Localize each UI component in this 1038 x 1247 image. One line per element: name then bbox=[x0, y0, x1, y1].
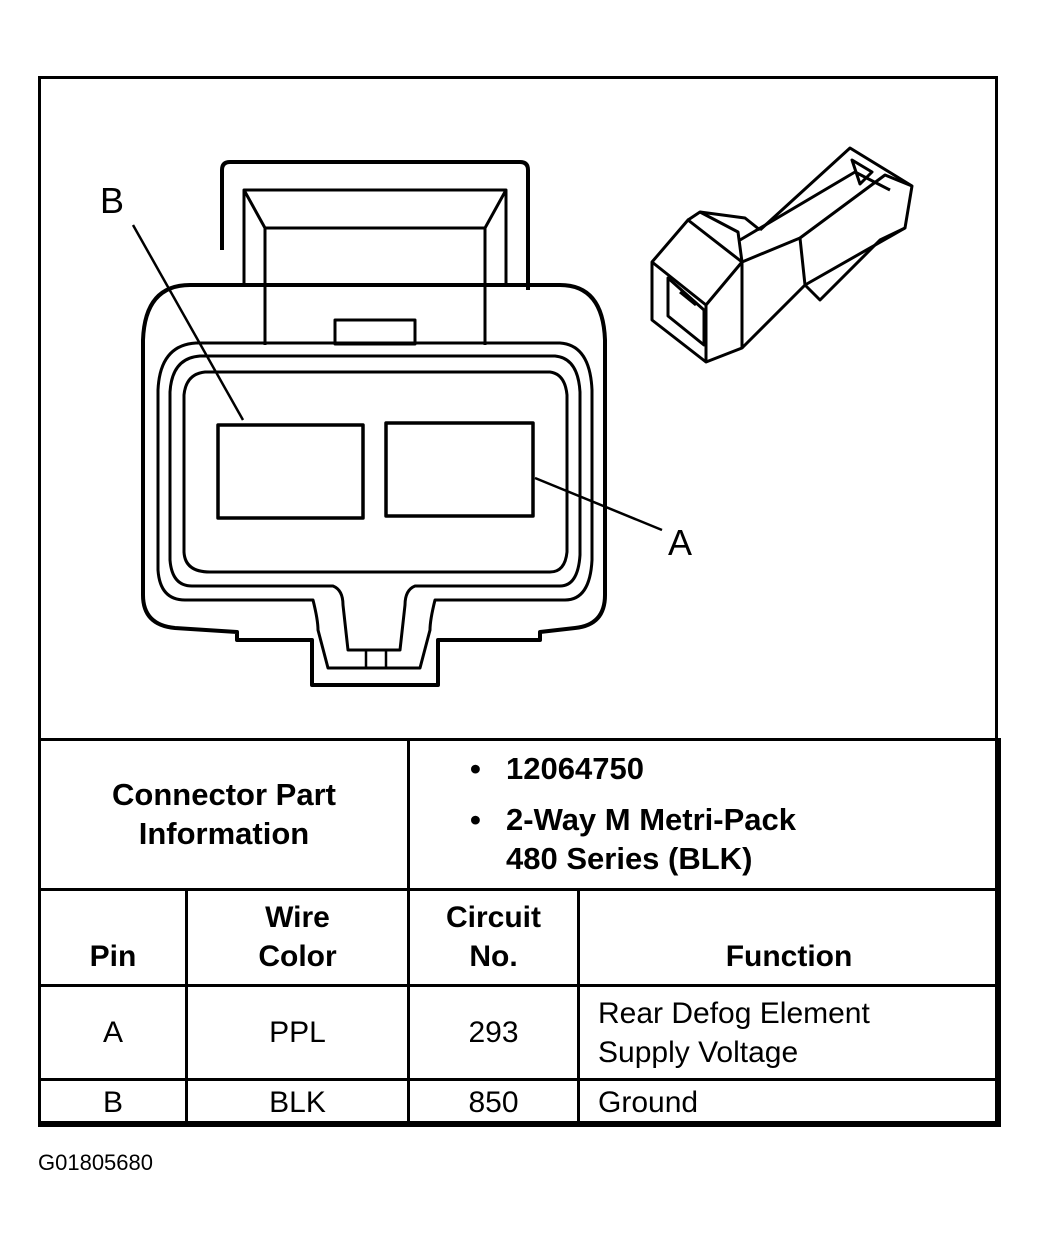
connector-body bbox=[141, 283, 607, 687]
connector-part-details: • 12064750 • 2-Way M Metri-Pack 480 Seri… bbox=[407, 738, 1002, 891]
key-slot-lines bbox=[364, 650, 388, 668]
connector-type-line1: 2-Way M Metri-Pack bbox=[506, 802, 797, 838]
connector-type-line2: 480 Series (BLK) bbox=[506, 840, 753, 876]
wire-color-cell: PPL bbox=[184, 984, 411, 1081]
connector-part-label-line2: Information bbox=[138, 815, 310, 851]
callout-a: A bbox=[668, 522, 692, 563]
table-row: B BLK 850 Ground bbox=[38, 1078, 1002, 1127]
body-inner-2 bbox=[168, 354, 582, 652]
latch-inner bbox=[242, 188, 508, 285]
latch-housing bbox=[220, 160, 530, 290]
connector-part-label-line1: Connector Part bbox=[112, 776, 336, 812]
part-number: 12064750 bbox=[506, 751, 644, 787]
col-header-function: Function bbox=[577, 888, 1002, 987]
pin-cell: B bbox=[38, 1078, 188, 1127]
bullet-icon: • bbox=[470, 751, 481, 787]
wire-color-cell: BLK bbox=[184, 1078, 411, 1127]
leader-line-a bbox=[534, 476, 663, 532]
connector-3d-icon bbox=[650, 146, 914, 364]
latch-tab bbox=[333, 318, 417, 346]
body-inner-3 bbox=[182, 370, 569, 574]
terminal-b bbox=[216, 423, 365, 520]
body-inner-1 bbox=[156, 341, 594, 670]
terminal-a bbox=[384, 421, 535, 518]
bullet-icon: • bbox=[470, 802, 481, 838]
col-header-pin: Pin bbox=[38, 888, 188, 987]
pin-cell: A bbox=[38, 984, 188, 1081]
latch-bevel bbox=[242, 189, 508, 345]
circuit-cell: 293 bbox=[407, 984, 581, 1081]
callout-b: B bbox=[100, 180, 124, 221]
connector-info-table: Connector Part Information • 12064750 • … bbox=[37, 738, 1002, 1127]
function-cell: Ground bbox=[577, 1078, 1002, 1127]
connector-part-label: Connector Part Information bbox=[37, 738, 411, 891]
leader-line-b bbox=[131, 224, 245, 421]
connector-diagram: B A bbox=[100, 146, 914, 687]
figure-id: G01805680 bbox=[38, 1150, 153, 1175]
circuit-cell: 850 bbox=[407, 1078, 581, 1127]
